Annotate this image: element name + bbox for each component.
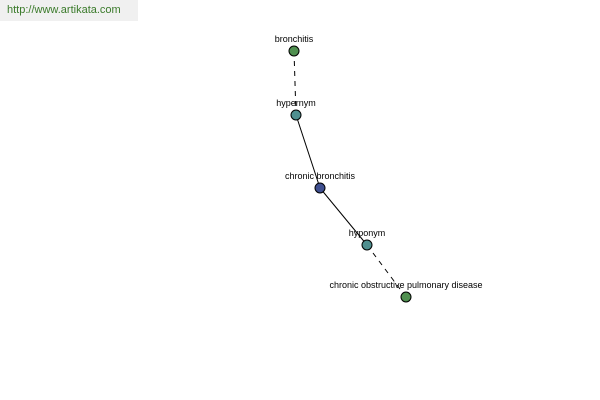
graph-node-marker[interactable] [361, 239, 373, 251]
graph-node-label: chronic bronchitis [285, 171, 356, 181]
graph-node-label: hyponym [349, 228, 386, 238]
graph-node-marker[interactable] [314, 182, 326, 194]
graph-node-chronic-bronchitis[interactable]: chronic bronchitis [285, 171, 356, 194]
graph-node-bronchitis[interactable]: bronchitis [275, 34, 314, 57]
graph-node-label: hypernym [276, 98, 316, 108]
graph-edges [293, 50, 407, 298]
graph-node-chronic-obstructive-pulmonary-disease[interactable]: chronic obstructive pulmonary disease [329, 280, 483, 303]
graph-node-marker[interactable] [400, 291, 412, 303]
graph-node-label: bronchitis [275, 34, 314, 44]
graph-node-marker[interactable] [290, 109, 302, 121]
graph-edge-n2-n3 [295, 114, 321, 189]
graph-edge-n4-n5 [366, 244, 407, 298]
source-url-banner[interactable]: http://www.artikata.com [0, 0, 138, 21]
graph-node-hyponym[interactable]: hyponym [349, 228, 386, 251]
graph-node-marker[interactable] [288, 45, 300, 57]
graph-node-hypernym[interactable]: hypernym [276, 98, 316, 121]
graph-edge-n1-n2 [293, 50, 297, 116]
graph-nodes: bronchitis hypernym chronic bronchitis hypo… [275, 34, 483, 303]
graph-edge-n3-n4 [319, 187, 368, 246]
graph-node-label: chronic obstructive pulmonary disease [329, 280, 482, 290]
